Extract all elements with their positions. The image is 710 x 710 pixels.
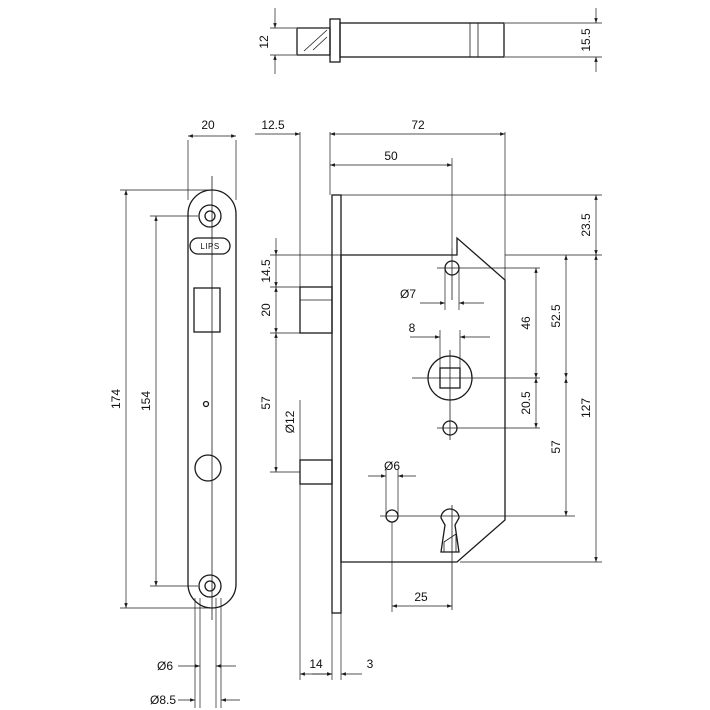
- faceplate-view: [120, 134, 240, 708]
- dim-plate-width: 20: [201, 118, 215, 132]
- dim-spindle-to-hole: 57: [259, 396, 273, 410]
- dim-46: 46: [519, 316, 533, 330]
- dim-bolt-height-total: 15.5: [579, 28, 593, 52]
- dim-backset-offset: 12.5: [261, 118, 285, 132]
- dim-pin-diameter: Ø12: [283, 410, 297, 433]
- dim-screw-diameter-8-5: Ø8.5: [150, 693, 176, 707]
- dim-hole-diameter-6: Ø6: [384, 459, 400, 473]
- dim-backset: 50: [384, 149, 398, 163]
- bolt-top-view: [270, 8, 602, 74]
- dim-top-offset: 23.5: [579, 213, 593, 237]
- dim-52-5: 52.5: [549, 304, 563, 328]
- dim-plate-thickness: 3: [367, 657, 374, 671]
- dim-case-height: 127: [579, 398, 593, 418]
- lips-badge: [189, 237, 231, 255]
- dim-plate-height: 174: [109, 389, 123, 409]
- dim-square-8: 8: [409, 321, 416, 335]
- dim-latch-offset: 14.5: [259, 259, 273, 283]
- lock-case-side-view: [255, 132, 602, 680]
- brand-label: LIPS: [200, 242, 219, 251]
- dim-hole-diameter-7: Ø7: [400, 287, 416, 301]
- dim-screw-spacing: 154: [139, 391, 153, 411]
- dim-case-depth: 72: [411, 118, 425, 132]
- dim-latch-height: 20: [259, 303, 273, 317]
- dim-screw-diameter-6: Ø6: [157, 659, 173, 673]
- dim-keyhole-offset: 25: [414, 590, 428, 604]
- dim-bolt-height: 12: [257, 35, 271, 49]
- dim-57-right: 57: [549, 440, 563, 454]
- dim-20-5: 20.5: [519, 391, 533, 415]
- dim-case-thickness: 14: [309, 657, 323, 671]
